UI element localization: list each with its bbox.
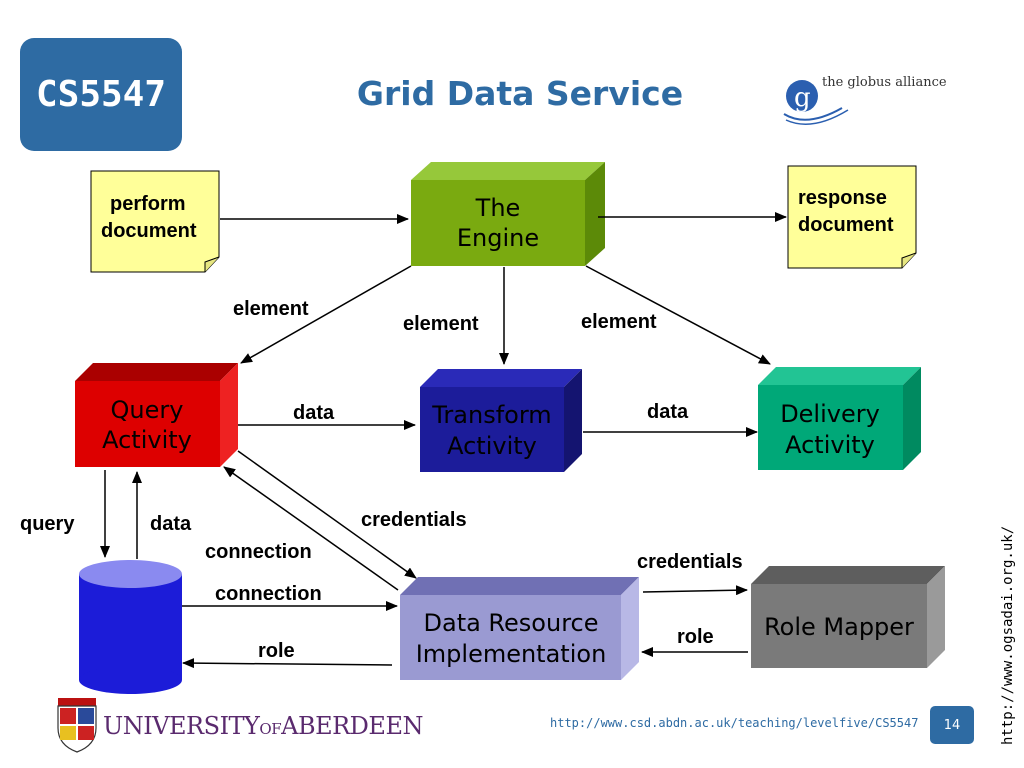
transform-label-line1: Transform	[431, 401, 551, 429]
data-resource-label-line1: Data Resource	[424, 609, 599, 637]
data-resource-implementation-box: Data Resource Implementation	[400, 577, 639, 680]
response-note-line1: response	[798, 187, 887, 209]
transform-activity-box: Transform Activity	[420, 369, 582, 472]
globus-alliance-logo: g	[782, 70, 957, 130]
response-document-note: response document	[787, 165, 917, 269]
slide-title: Grid Data Service	[356, 74, 684, 113]
perform-note-line2: document	[101, 220, 197, 242]
label-connection-lower: connection	[215, 583, 322, 605]
database-cylinder	[79, 560, 182, 694]
side-url[interactable]: http://www.ogsadai.org.uk/	[1000, 525, 1016, 745]
label-role-right: role	[677, 626, 714, 648]
perform-note-line1: perform	[110, 193, 186, 215]
engine-box: The Engine	[411, 162, 605, 266]
arrow-query-to-data-resource	[237, 450, 417, 579]
label-element-left: element	[233, 298, 309, 320]
arrow-data-resource-to-role-mapper	[642, 585, 748, 596]
transform-label-line2: Activity	[447, 432, 537, 460]
svg-text:g: g	[794, 83, 811, 113]
delivery-activity-box: Delivery Activity	[758, 367, 921, 470]
label-element-mid: element	[403, 313, 479, 335]
university-name-part1: UNIVERSITY	[103, 712, 260, 740]
university-name-of: OF	[259, 720, 282, 738]
delivery-label-line2: Activity	[785, 431, 875, 459]
arrow-engine-to-delivery	[585, 265, 771, 365]
university-name-part2: ABERDEEN	[281, 712, 423, 740]
label-credentials-data-resource: credentials	[361, 509, 467, 531]
label-element-right: element	[581, 311, 657, 333]
arrow-data-resource-to-db	[182, 658, 393, 669]
label-query: query	[20, 513, 75, 535]
role-mapper-box: Role Mapper	[751, 566, 945, 668]
arrow-engine-to-query	[240, 265, 412, 364]
delivery-label-line1: Delivery	[780, 400, 880, 428]
role-mapper-label: Role Mapper	[764, 613, 914, 641]
query-label-line1: Query	[111, 396, 184, 424]
label-role-left: role	[258, 640, 295, 662]
footer-url[interactable]: http://www.csd.abdn.ac.uk/teaching/level…	[550, 716, 919, 730]
label-data-query-transform: data	[293, 402, 335, 424]
course-code-badge: CS5547	[20, 38, 182, 151]
perform-document-note: perform document	[90, 170, 220, 273]
globus-logo-text: the globus alliance	[822, 75, 947, 90]
query-label-line2: Activity	[102, 426, 192, 454]
label-data-transform-delivery: data	[647, 401, 689, 423]
arrow-data-resource-to-query	[223, 466, 399, 591]
label-data-db: data	[150, 513, 192, 535]
engine-label-line1: The	[475, 194, 521, 222]
university-name: UNIVERSITYOFABERDEEN	[103, 712, 423, 740]
label-connection-upper: connection	[205, 541, 312, 563]
engine-label-line2: Engine	[457, 224, 539, 252]
page-number-badge: 14	[930, 706, 974, 744]
response-note-line2: document	[798, 214, 894, 236]
label-credentials-role-mapper: credentials	[637, 551, 743, 573]
query-activity-box: Query Activity	[75, 363, 238, 467]
university-crest-icon	[57, 698, 97, 753]
data-resource-label-line2: Implementation	[416, 640, 607, 668]
